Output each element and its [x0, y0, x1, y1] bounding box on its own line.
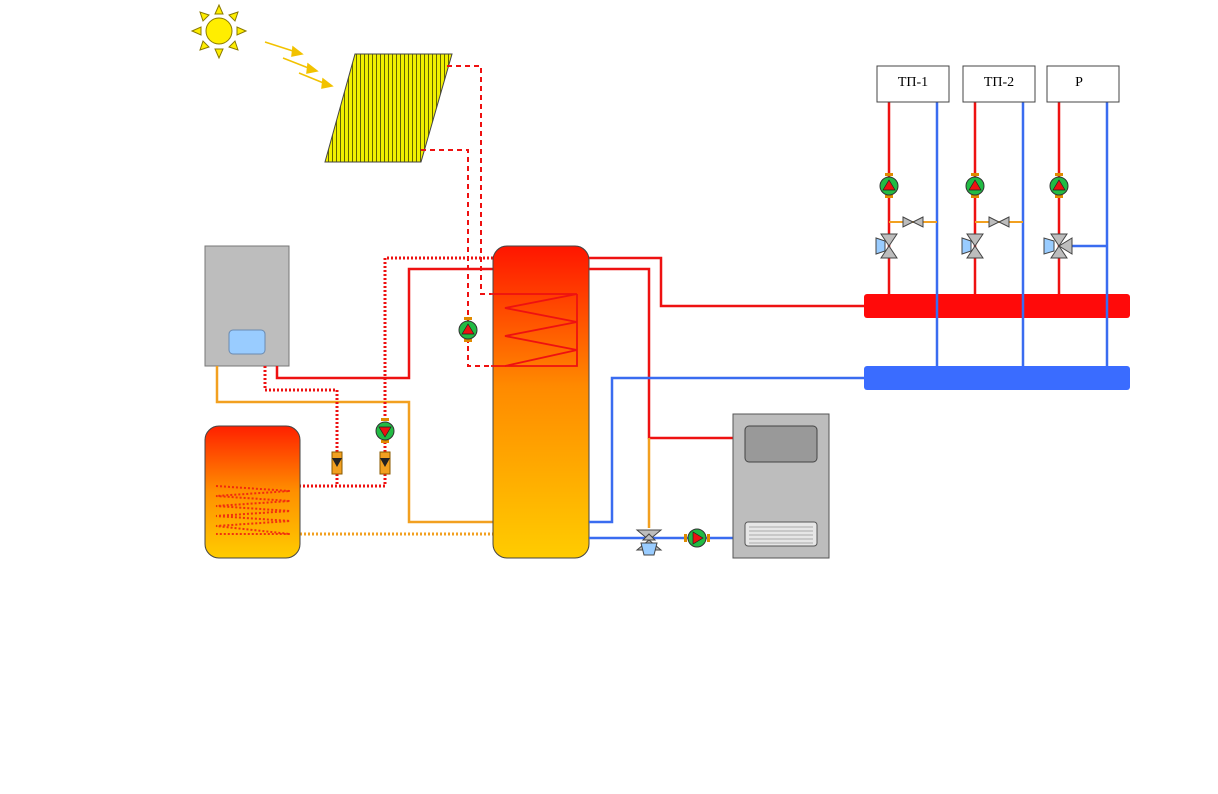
check-valve-icon	[379, 451, 391, 475]
boiler-return-pipe	[215, 366, 493, 524]
circuit-label-radiator: Р	[1075, 75, 1083, 90]
hot-manifold	[864, 294, 1130, 318]
circulation-pump-icon	[965, 173, 985, 198]
three-way-valve-icon	[961, 233, 984, 259]
buffer-supply-to-solidfuel	[589, 267, 733, 440]
circuit-label-tp2: ТП-2	[984, 75, 1014, 90]
solar-collector-icon	[324, 53, 453, 163]
balancing-valve-icon	[988, 216, 1010, 228]
circuit-label-tp1: ТП-1	[898, 75, 928, 90]
circuit-box-radiator	[1046, 65, 1120, 103]
gas-boiler	[204, 245, 290, 367]
cold-manifold	[864, 366, 1130, 390]
three-way-valve-icon	[875, 233, 898, 259]
balancing-valve-icon	[902, 216, 924, 228]
boiler-supply-pipe	[275, 267, 493, 380]
sun-rays	[264, 41, 334, 89]
solid-fuel-boiler	[732, 413, 830, 559]
circuit-tp1: ТП-1	[875, 65, 950, 259]
check-valve-icon	[331, 451, 343, 475]
three-way-valve-icon	[635, 529, 663, 556]
dhw-pump	[375, 418, 395, 443]
circulation-pump-icon	[458, 317, 478, 342]
buffer-tank	[491, 245, 590, 559]
circuit-risers	[887, 102, 1109, 366]
circulation-pump-icon	[879, 173, 899, 198]
circuit-tp2: ТП-2	[961, 65, 1036, 259]
sun-icon	[190, 3, 248, 60]
circuit-radiator: Р	[1043, 65, 1120, 259]
circulation-pump-icon	[1049, 173, 1069, 198]
three-way-valve-icon	[1043, 233, 1073, 259]
manifold-return-to-buffer	[589, 376, 866, 524]
dhw-tank	[204, 425, 301, 559]
circuit-box-tp2	[962, 65, 1036, 103]
buffer-supply-to-manifold	[589, 256, 866, 308]
solidfuel-pump	[684, 528, 710, 548]
circuit-box-tp1	[876, 65, 950, 103]
solar-pump	[458, 317, 478, 343]
